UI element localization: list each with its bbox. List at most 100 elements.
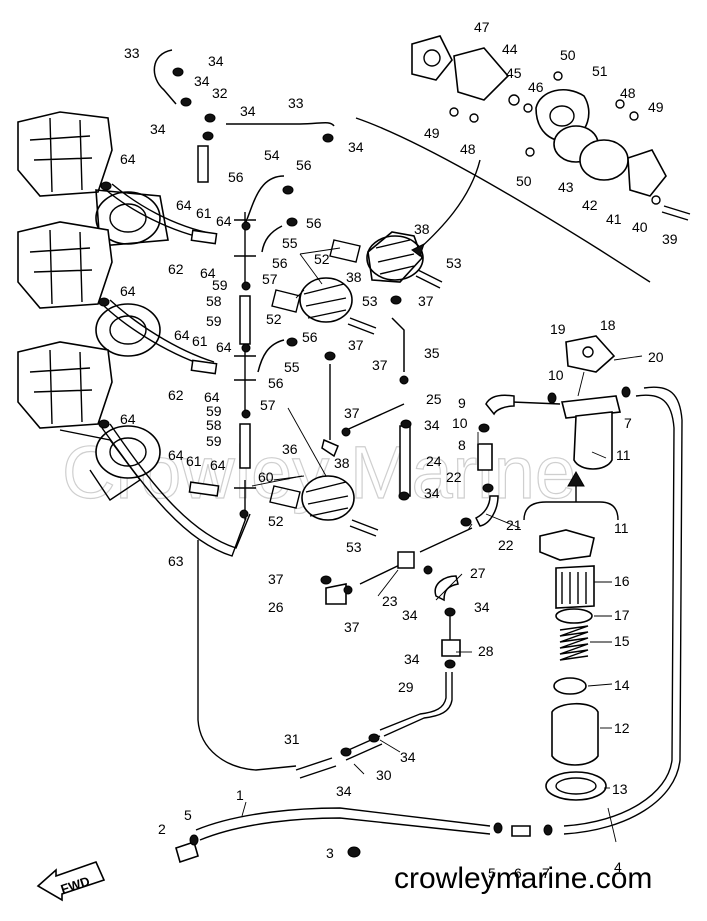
callout-5: 5 bbox=[184, 807, 192, 823]
callout-50: 50 bbox=[516, 173, 532, 189]
callout-43: 43 bbox=[558, 179, 574, 195]
callout-20: 20 bbox=[648, 349, 664, 365]
callout-34: 34 bbox=[208, 53, 224, 69]
callout-56: 56 bbox=[228, 169, 244, 185]
callout-21: 21 bbox=[506, 517, 522, 533]
callout-37: 37 bbox=[372, 357, 388, 373]
callout-23: 23 bbox=[382, 593, 398, 609]
callout-34: 34 bbox=[348, 139, 364, 155]
callout-13: 13 bbox=[612, 781, 628, 797]
callout-37: 37 bbox=[344, 619, 360, 635]
callout-64: 64 bbox=[176, 197, 192, 213]
callout-56: 56 bbox=[272, 255, 288, 271]
callout-35: 35 bbox=[424, 345, 440, 361]
callout-55: 55 bbox=[282, 235, 298, 251]
callout-52: 52 bbox=[314, 251, 330, 267]
callout-49: 49 bbox=[648, 99, 664, 115]
carburetor-assembly bbox=[17, 111, 169, 501]
site-url: crowleymarine.com bbox=[394, 862, 652, 895]
callout-28: 28 bbox=[478, 643, 494, 659]
callout-24: 24 bbox=[426, 453, 442, 469]
callout-63: 63 bbox=[168, 553, 184, 569]
callout-37: 37 bbox=[344, 405, 360, 421]
callout-32: 32 bbox=[212, 85, 228, 101]
callout-38: 38 bbox=[414, 221, 430, 237]
callout-4: 4 bbox=[614, 859, 622, 875]
callout-3: 3 bbox=[326, 845, 334, 861]
callout-53: 53 bbox=[362, 293, 378, 309]
callout-52: 52 bbox=[266, 311, 282, 327]
top-hoses bbox=[153, 49, 335, 127]
callout-61: 61 bbox=[192, 333, 208, 349]
callout-64: 64 bbox=[200, 265, 216, 281]
fwd-arrow: FWD bbox=[36, 861, 106, 902]
callout-14: 14 bbox=[614, 677, 630, 693]
callout-27: 27 bbox=[470, 565, 486, 581]
callout-34: 34 bbox=[424, 485, 440, 501]
callout-44: 44 bbox=[502, 41, 518, 57]
fuel-pump-middle bbox=[271, 277, 353, 323]
callout-17: 17 bbox=[614, 607, 630, 623]
callout-5: 5 bbox=[488, 865, 496, 881]
callout-39: 39 bbox=[662, 231, 678, 247]
callout-37: 37 bbox=[268, 571, 284, 587]
callout-48: 48 bbox=[620, 85, 636, 101]
callout-25: 25 bbox=[426, 391, 442, 407]
callout-7: 7 bbox=[624, 415, 632, 431]
callout-53: 53 bbox=[446, 255, 462, 271]
callout-56: 56 bbox=[268, 375, 284, 391]
hose-clamps bbox=[98, 67, 631, 858]
callout-59: 59 bbox=[212, 277, 228, 293]
callout-64: 64 bbox=[204, 389, 220, 405]
callout-38: 38 bbox=[334, 455, 350, 471]
callout-16: 16 bbox=[614, 573, 630, 589]
callout-11: 11 bbox=[616, 447, 631, 463]
callout-10: 10 bbox=[548, 367, 564, 383]
callout-33: 33 bbox=[124, 45, 140, 61]
callout-12: 12 bbox=[614, 720, 630, 736]
callout-34: 34 bbox=[240, 103, 256, 119]
callout-64: 64 bbox=[120, 283, 136, 299]
callout-64: 64 bbox=[216, 339, 232, 355]
callout-59: 59 bbox=[206, 433, 222, 449]
callout-57: 57 bbox=[262, 271, 278, 287]
callout-37: 37 bbox=[418, 293, 434, 309]
callout-45: 45 bbox=[506, 65, 522, 81]
callout-46: 46 bbox=[528, 79, 544, 95]
callout-57: 57 bbox=[260, 397, 276, 413]
lower-hoses bbox=[175, 495, 499, 864]
carb-hoses bbox=[101, 183, 251, 557]
callout-61: 61 bbox=[186, 453, 202, 469]
callout-2: 2 bbox=[158, 821, 166, 837]
callout-34: 34 bbox=[336, 783, 352, 799]
callout-64: 64 bbox=[174, 327, 190, 343]
callout-1: 1 bbox=[236, 787, 244, 803]
callout-49: 49 bbox=[424, 125, 440, 141]
callout-53: 53 bbox=[346, 539, 362, 555]
callout-59: 59 bbox=[206, 313, 222, 329]
bolts bbox=[347, 205, 691, 537]
callout-11: 11 bbox=[614, 520, 629, 536]
callout-18: 18 bbox=[600, 317, 616, 333]
callout-30: 30 bbox=[376, 767, 392, 783]
callout-50: 50 bbox=[560, 47, 576, 63]
callout-62: 62 bbox=[168, 387, 184, 403]
callout-41: 41 bbox=[606, 211, 622, 227]
callout-56: 56 bbox=[302, 329, 318, 345]
callout-64: 64 bbox=[210, 457, 226, 473]
filter-exploded bbox=[523, 470, 619, 801]
callout-64: 64 bbox=[216, 213, 232, 229]
callout-56: 56 bbox=[296, 157, 312, 173]
callout-34: 34 bbox=[474, 599, 490, 615]
callout-34: 34 bbox=[424, 417, 440, 433]
callout-numbers: 1 2 3 4 5 5 6 7 7 8 9 10 10 11 11 12 13 … bbox=[120, 19, 678, 881]
callout-59: 59 bbox=[206, 403, 222, 419]
callout-19: 19 bbox=[550, 321, 566, 337]
leader-lines bbox=[241, 247, 643, 843]
callout-64: 64 bbox=[120, 151, 136, 167]
pump-exploded-detail bbox=[355, 35, 667, 283]
callout-33: 33 bbox=[288, 95, 304, 111]
callout-55: 55 bbox=[284, 359, 300, 375]
callout-31: 31 bbox=[284, 731, 300, 747]
callout-26: 26 bbox=[268, 599, 284, 615]
